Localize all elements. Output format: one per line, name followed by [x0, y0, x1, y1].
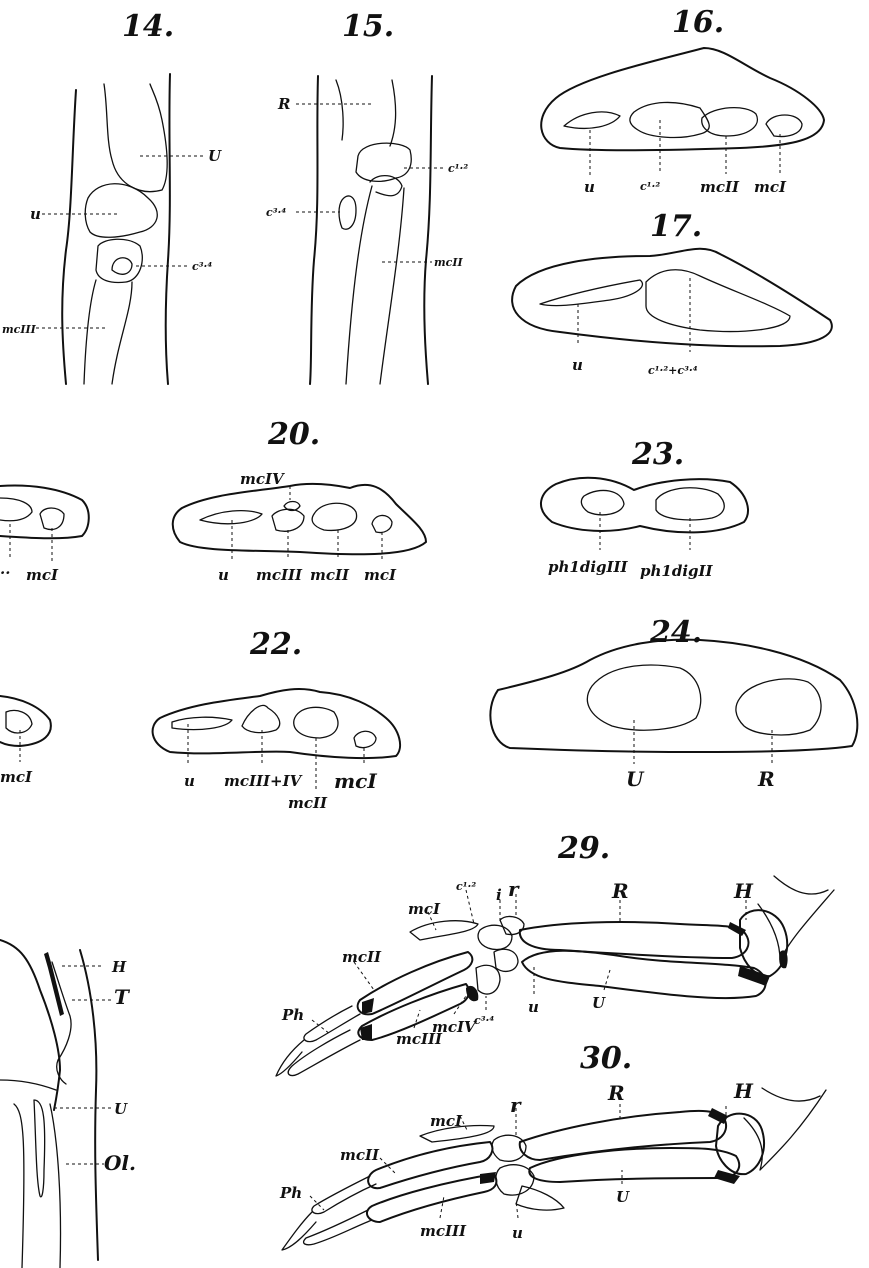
- label-mcIV: mcIV: [240, 470, 285, 488]
- label-u: u: [184, 772, 195, 790]
- label-u: u: [528, 998, 539, 1016]
- figure-23: 23. ph1digIII ph1digII: [541, 437, 748, 580]
- label-ph2: ph1digII: [640, 562, 714, 580]
- label-Ph: Ph: [279, 1184, 302, 1202]
- figure-number-24: 24.: [649, 615, 702, 650]
- label-U: U: [616, 1188, 630, 1206]
- label-mcI: mcI: [408, 900, 441, 918]
- label-mcII: mcII: [700, 178, 740, 196]
- figure-14: 14. U u c³·⁴ mcIII: [2, 9, 222, 384]
- label-mcII: mcII: [342, 948, 382, 966]
- figure-number-15: 15.: [342, 9, 394, 44]
- figure-number-23: 23.: [631, 437, 684, 472]
- figure-30: 30. r R H mcI m: [279, 1041, 826, 1250]
- label-u: u: [30, 205, 41, 223]
- label-R: R: [757, 767, 775, 791]
- label-c12: c¹·²: [456, 880, 476, 893]
- label-mcI: mcI: [754, 178, 787, 196]
- label-c: c¹·²: [640, 180, 660, 193]
- label-i: i: [496, 886, 502, 904]
- label-mcIII: mcIII: [256, 566, 303, 584]
- label-R: R: [277, 95, 290, 113]
- label-mcI: mcI: [430, 1112, 463, 1130]
- label-mcI: mcI: [364, 566, 397, 584]
- figure-number-17: 17.: [650, 209, 702, 244]
- figure-29: 29.: [276, 831, 834, 1076]
- label-U: U: [592, 994, 606, 1012]
- label-U: U: [208, 147, 222, 165]
- figure-number-22: 22.: [249, 627, 302, 662]
- label-R: R: [611, 879, 629, 903]
- label-U: U: [626, 767, 645, 791]
- figure-number-16: 16.: [672, 5, 724, 40]
- label-u: u: [572, 356, 583, 374]
- label-mcII: mcII: [340, 1146, 380, 1164]
- figure-number-20: 20.: [267, 417, 320, 452]
- label-r: r: [510, 1093, 522, 1117]
- figure-number-30: 30.: [580, 1041, 632, 1076]
- label-mcIII: mcIII: [396, 1030, 443, 1048]
- label-U: U: [114, 1100, 128, 1118]
- label-H: H: [111, 958, 127, 976]
- label-mcIII: mcIII: [420, 1222, 467, 1240]
- label-Ph: Ph: [281, 1006, 304, 1024]
- figure-19: ·· mcI: [0, 486, 89, 584]
- label-mcII: mcII: [310, 566, 350, 584]
- label-c34: c³·⁴: [192, 260, 212, 273]
- label-mcI: mcI: [0, 768, 33, 786]
- label-c: c¹·²+c³·⁴: [648, 364, 698, 377]
- label-H: H: [733, 879, 754, 903]
- figure-21: mcI: [0, 696, 51, 786]
- figure-15: 15. R c¹·² c³·⁴ mcII: [266, 9, 468, 384]
- figure-24: 24. U R: [490, 615, 857, 791]
- figure-28: H T U Ol.: [0, 940, 136, 1268]
- figure-number-29: 29.: [557, 831, 610, 866]
- label-Ol: Ol.: [104, 1151, 136, 1175]
- figure-16: 16. u c¹·² mcII mcI: [541, 5, 824, 196]
- label-r: r: [508, 877, 520, 901]
- label-R: R: [607, 1081, 625, 1105]
- label-mcIII: mcIII: [2, 323, 37, 336]
- label-c34: c³·⁴: [266, 206, 286, 219]
- label-ph3: ph1digIII: [548, 558, 629, 576]
- figure-20: 20. mcIV u mcIII mcII mcI: [173, 417, 426, 584]
- label-H: H: [733, 1079, 754, 1103]
- label-c12: c¹·²: [448, 162, 468, 175]
- label-c34: c³·⁴: [474, 1014, 494, 1027]
- label-mcII: mcII: [288, 794, 328, 812]
- label-u: u: [218, 566, 229, 584]
- label-mc34: mcIII+IV: [224, 772, 303, 790]
- label-mcI: mcI: [26, 566, 59, 584]
- figure-22: 22. u mcIII+IV mcII mcI: [153, 627, 401, 812]
- label-mcI: mcI: [334, 769, 377, 793]
- figure-17: 17. u c¹·²+c³·⁴: [512, 209, 832, 377]
- label-u: u: [512, 1224, 523, 1242]
- figure-number-14: 14.: [122, 9, 174, 44]
- label-mcII: mcII: [434, 256, 463, 269]
- label-left: ··: [0, 564, 10, 582]
- label-u: u: [584, 178, 595, 196]
- label-T: T: [114, 985, 131, 1009]
